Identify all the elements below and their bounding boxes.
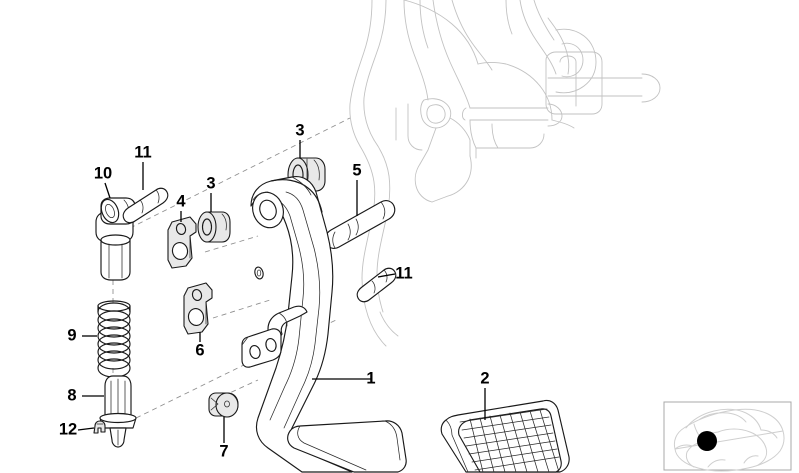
callout-label-3b: 3 <box>206 174 215 192</box>
ghost-pedal-bracket-assembly <box>349 0 661 347</box>
callout-label-8: 8 <box>67 386 76 404</box>
callout-label-11a: 11 <box>134 143 151 161</box>
callout-label-11b: 11 <box>395 264 412 282</box>
part-pivot-pin <box>324 200 396 249</box>
vehicle-location-inset <box>663 401 792 472</box>
callout-label-7: 7 <box>219 442 228 460</box>
part-retaining-clip <box>93 420 106 434</box>
callout-label-12: 12 <box>59 420 77 438</box>
part-pedal-rubber-pad <box>440 399 570 473</box>
part-bracket-plate-lower <box>183 282 213 335</box>
part-sealing-plug <box>208 392 239 418</box>
part-roll-pin-lower <box>356 267 397 303</box>
part-bushing-lower <box>197 211 231 243</box>
callout-label-2: 2 <box>480 369 489 387</box>
part-brake-pedal-arm <box>241 176 407 473</box>
part-return-spring <box>97 300 131 378</box>
part-roll-pin-upper <box>122 187 169 224</box>
callout-label-9: 9 <box>67 326 76 344</box>
callout-label-4: 4 <box>176 192 186 210</box>
callout-label-1: 1 <box>366 369 375 387</box>
callout-label-3a: 3 <box>295 121 304 139</box>
part-bracket-plate-upper <box>167 216 197 269</box>
part-spring-retainer <box>99 375 137 448</box>
callout-label-10: 10 <box>94 164 112 182</box>
callout-label-5: 5 <box>352 161 361 179</box>
inset-frame <box>663 401 792 471</box>
inset-location-marker <box>697 431 717 451</box>
callout-numbers: 1 2 3 3 4 5 6 7 8 9 10 11 11 12 <box>59 121 490 460</box>
callout-leaders <box>77 140 486 443</box>
callout-label-6: 6 <box>195 341 204 359</box>
